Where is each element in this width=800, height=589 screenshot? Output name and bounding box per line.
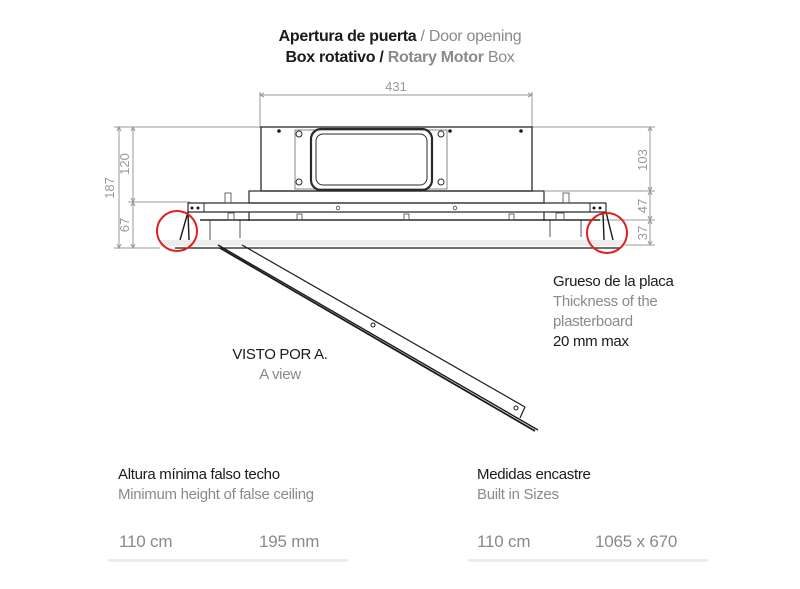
spec-min-height-es: Altura mínima falso techo	[118, 466, 280, 483]
dim-right-middle: 47	[635, 199, 650, 213]
title-door-opening: Apertura de puerta / Door opening	[278, 28, 522, 45]
dim-left-upper: 120	[117, 153, 132, 175]
spec-built-in-value2: 1065 x 670	[595, 532, 678, 551]
subtitle-en: Box	[487, 49, 515, 66]
plasterboard-en-2: plasterboard	[553, 313, 633, 330]
highlight-circle-right	[586, 212, 628, 254]
spec-built-in-value1: 110 cm	[477, 532, 531, 551]
dim-right-lower: 37	[635, 226, 650, 240]
highlight-circle-left	[156, 210, 198, 252]
view-label: VISTO POR A. A view	[230, 345, 330, 385]
open-door-panel	[217, 244, 539, 432]
title-en: Door opening	[428, 28, 522, 45]
divider-right	[468, 559, 708, 562]
plasterboard-note: Grueso de la placa Thickness of the plas…	[553, 272, 674, 352]
view-label-es: VISTO POR A.	[232, 346, 328, 363]
motor-box	[260, 126, 533, 192]
dim-left-lower: 67	[117, 218, 132, 232]
rail-frame	[187, 202, 607, 240]
spec-min-height-value1: 110 cm	[119, 532, 173, 551]
plasterboard-en-1: Thickness of the	[553, 293, 658, 310]
subtitle-en-bold: Rotary Motor	[387, 49, 484, 66]
plasterboard-value: 20 mm max	[553, 333, 629, 350]
dim-right-upper: 103	[635, 149, 650, 171]
spec-min-height-value2: 195 mm	[259, 532, 320, 551]
spec-built-in-en: Built in Sizes	[477, 486, 559, 503]
dim-top-width: 431	[385, 79, 407, 94]
plasterboard-es: Grueso de la placa	[553, 273, 674, 290]
spec-built-in-es: Medidas encastre	[477, 466, 591, 483]
subtitle-rotary-box: Box rotativo / Rotary Motor Box	[0, 48, 800, 68]
view-label-en: A view	[259, 366, 301, 383]
spec-min-height: Altura mínima falso techo Minimum height…	[118, 465, 314, 505]
title-es: Apertura de puerta	[278, 28, 417, 45]
dim-left-total: 187	[102, 177, 117, 199]
spec-min-height-en: Minimum height of false ceiling	[118, 486, 314, 503]
divider-left	[108, 559, 348, 562]
spec-built-in: Medidas encastre Built in Sizes	[477, 465, 591, 505]
subtitle-es: Box rotativo /	[285, 49, 384, 66]
dimension-lines	[114, 92, 655, 250]
